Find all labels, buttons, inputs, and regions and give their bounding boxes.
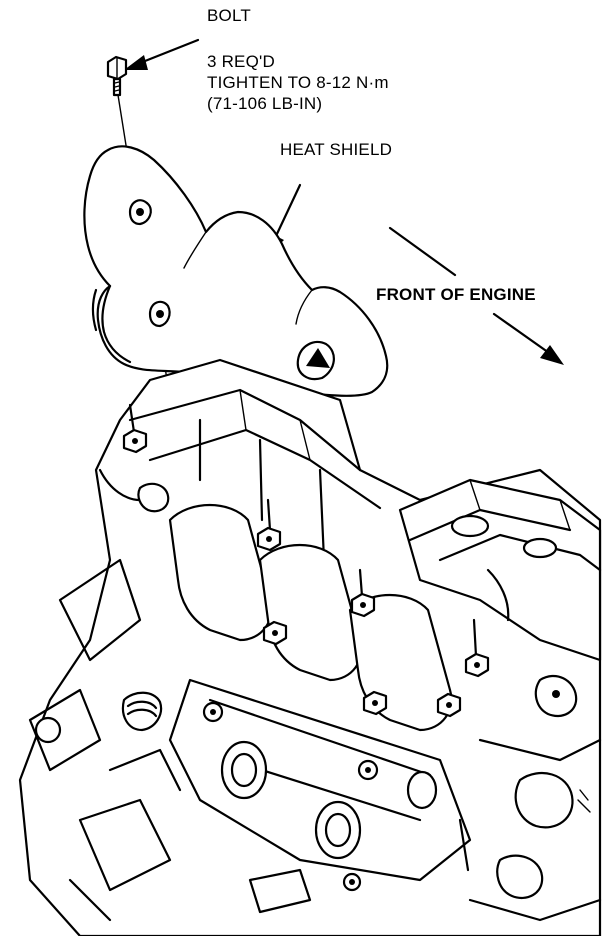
heat-shield-part bbox=[83, 145, 389, 397]
head-nut-7 bbox=[436, 692, 462, 718]
engine-block-right bbox=[458, 674, 602, 922]
bolt-quantity-label: 3 REQ'D bbox=[207, 52, 275, 71]
engine-assembly bbox=[18, 358, 602, 936]
front-of-engine-label: FRONT OF ENGINE bbox=[376, 285, 536, 304]
manifold-stud-2 bbox=[357, 759, 379, 781]
valve-cover bbox=[398, 478, 602, 662]
cylinder-head-ribs bbox=[128, 388, 382, 562]
head-nut-6 bbox=[362, 690, 388, 716]
head-nut-1 bbox=[122, 403, 148, 454]
head-nut-5 bbox=[262, 620, 288, 646]
bolt-torque-imperial-label: (71-106 LB-IN) bbox=[207, 94, 323, 113]
heat-shield-label: HEAT SHIELD bbox=[280, 140, 393, 159]
manifold-stud-1 bbox=[202, 701, 224, 723]
head-nut-2 bbox=[256, 498, 282, 552]
exhaust-manifold bbox=[168, 503, 472, 882]
bolt-leader-arrow bbox=[124, 38, 200, 70]
head-nut-3 bbox=[350, 568, 376, 618]
exhaust-flange-bottom bbox=[248, 868, 362, 914]
heat-shield-hole-1 bbox=[128, 199, 152, 226]
front-of-engine-arrow bbox=[388, 226, 564, 365]
head-nut-4 bbox=[464, 618, 490, 678]
bolt-label: BOLT bbox=[207, 6, 251, 25]
bolt-part bbox=[106, 55, 128, 97]
engine-block-left bbox=[28, 468, 182, 922]
heat-shield-hole-3 bbox=[296, 340, 335, 381]
bolt-torque-metric-label: TIGHTEN TO 8-12 N·m bbox=[207, 73, 389, 92]
heat-shield-hole-2 bbox=[148, 300, 171, 328]
